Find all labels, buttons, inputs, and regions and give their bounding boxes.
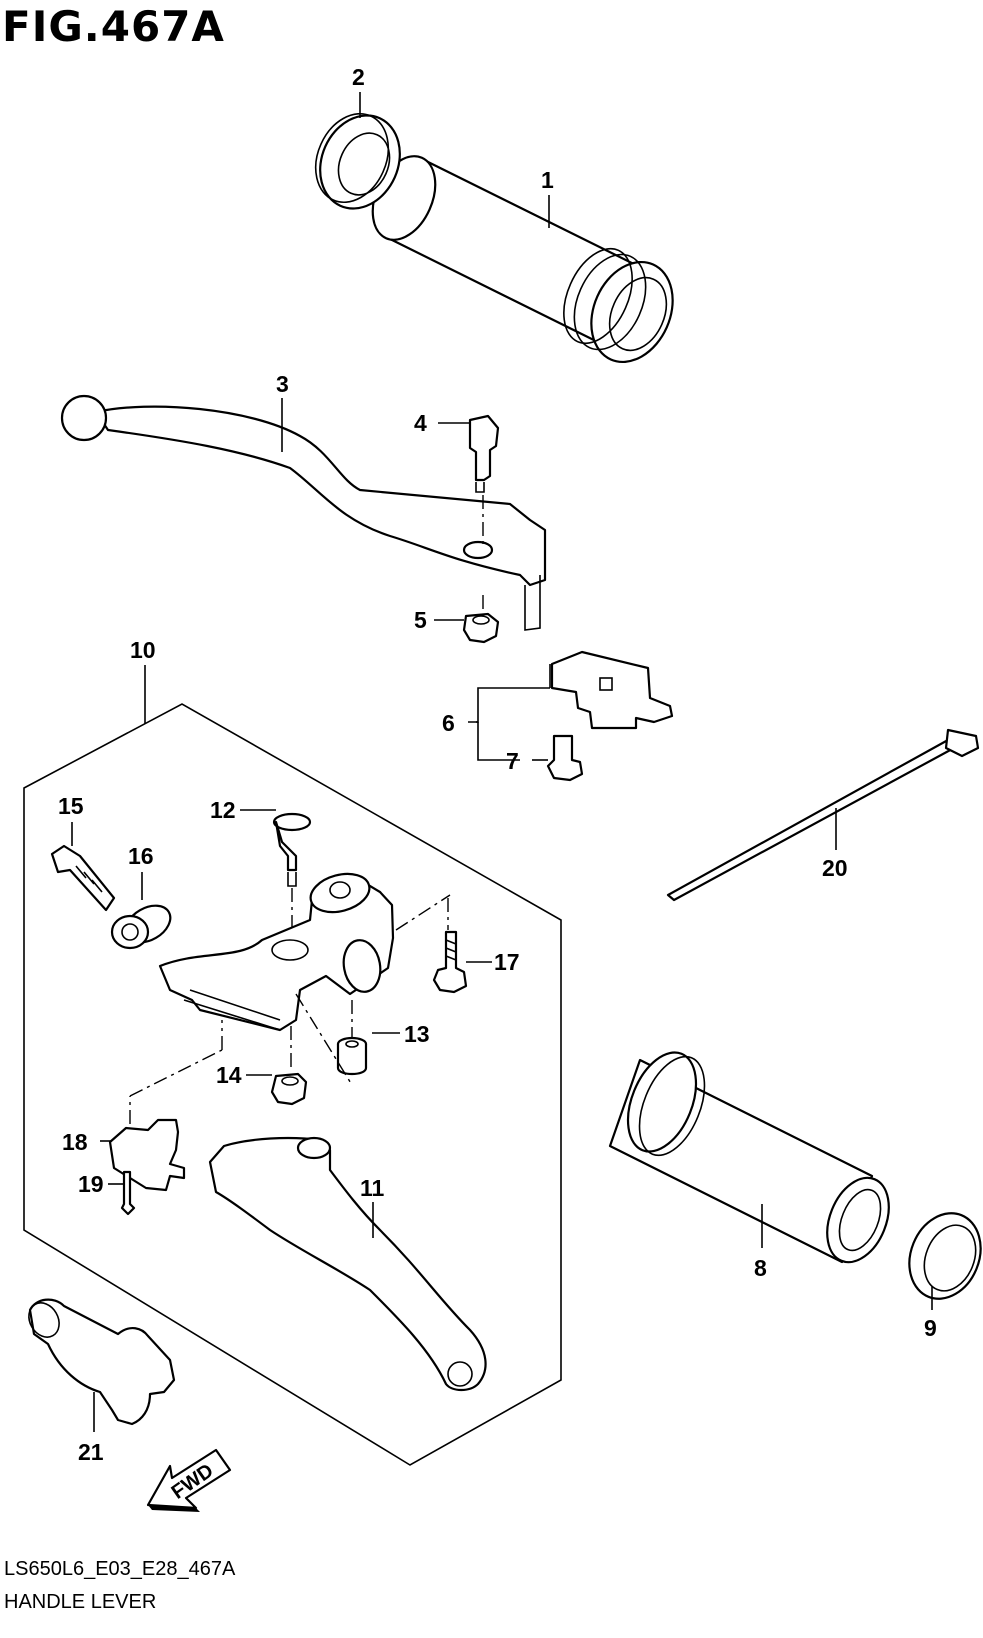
callout-9: 9	[924, 1315, 937, 1341]
forward-direction-arrow: FWD	[146, 1448, 232, 1512]
callout-14: 14	[216, 1062, 242, 1088]
callout-17: 17	[494, 949, 520, 975]
callout-5: 5	[414, 607, 427, 633]
model-code: LS650L6_E03_E28_467A	[4, 1558, 236, 1580]
callout-12: 12	[210, 797, 236, 823]
callout-15: 15	[58, 793, 84, 819]
callout-21: 21	[78, 1439, 104, 1465]
callout-labels: 1 2 3 4 5 6 7 8 9 10 11 12 13 14 15 16 1…	[58, 64, 937, 1465]
callout-20: 20	[822, 855, 848, 881]
lever-cover	[28, 1298, 176, 1426]
callout-6: 6	[442, 710, 455, 736]
callout-3: 3	[276, 371, 289, 397]
lever-nut	[270, 1026, 308, 1106]
clutch-switch	[108, 1020, 223, 1192]
figure-title: FIG.467A	[2, 2, 225, 51]
grip-lower-cap	[908, 1212, 982, 1300]
clutch-pivot-bolt	[272, 812, 312, 958]
lever-bracket	[158, 872, 395, 1032]
clutch-lever	[208, 1136, 487, 1392]
callout-8: 8	[754, 1255, 767, 1281]
bushing	[295, 993, 368, 1086]
callout-19: 19	[78, 1171, 104, 1197]
callout-13: 13	[404, 1021, 430, 1047]
callout-2: 2	[352, 64, 365, 90]
callout-1: 1	[541, 167, 554, 193]
adjuster-bolt	[50, 844, 116, 912]
pivot-nut	[462, 595, 500, 644]
brake-lever	[60, 394, 547, 631]
callout-11: 11	[360, 1175, 385, 1201]
assembly-outline	[23, 703, 562, 1466]
leader-lines	[71, 92, 933, 1432]
grip-end-cap	[314, 112, 401, 210]
callout-10: 10	[130, 637, 156, 663]
adjuster-dial	[110, 904, 172, 950]
callout-16: 16	[128, 843, 154, 869]
callout-7: 7	[506, 748, 519, 774]
pivot-bolt	[468, 414, 500, 548]
perch-bolt	[395, 894, 468, 994]
grip-lower	[608, 1051, 890, 1264]
switch-screw	[546, 734, 584, 782]
callout-18: 18	[62, 1129, 88, 1155]
cable-tie	[666, 728, 980, 902]
figure-name: HANDLE LEVER	[4, 1591, 157, 1613]
grip-upper	[371, 155, 674, 364]
switch-small-screw	[120, 1170, 136, 1216]
brake-switch	[549, 650, 674, 730]
callout-4: 4	[414, 410, 427, 436]
